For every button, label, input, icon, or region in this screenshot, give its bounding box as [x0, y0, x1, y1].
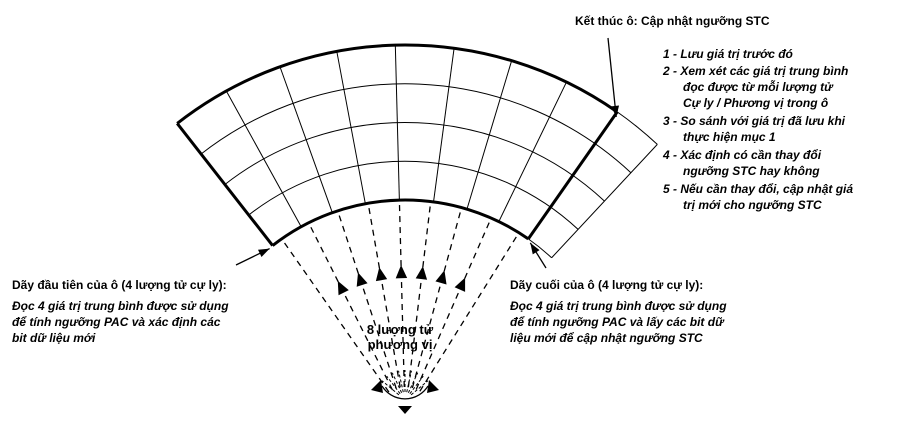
origin-ray-7 — [407, 372, 419, 393]
end-cell-pointer-line — [607, 37, 617, 117]
azimuth-ray-3 — [337, 213, 397, 389]
azimuth-line-5 — [394, 45, 400, 201]
cell-right-edge — [527, 111, 619, 240]
last-row-description: Đọc 4 giá trị trung bình được sử dụng để… — [510, 299, 727, 345]
end-cell-step-5: 5 - Nếu cần thay đổi, cập nhật giá trị m… — [663, 182, 854, 212]
next-cell-right-edge — [551, 144, 658, 259]
ray-arrowhead-7 — [435, 270, 447, 285]
last-row-title: Dãy cuối của ô (4 lượng tử cự ly): — [510, 278, 704, 292]
ray-arrowhead-4 — [375, 267, 388, 282]
first-row-pointer-head — [257, 248, 270, 257]
azimuth-line-7 — [466, 60, 513, 210]
origin-right-tick — [427, 380, 439, 393]
azimuth-ray-4 — [368, 206, 401, 388]
azimuth-rays — [282, 203, 518, 393]
origin-point — [398, 406, 412, 414]
ray-arrowhead-3 — [356, 272, 368, 287]
azimuth-line-2 — [225, 90, 302, 227]
last-row-pointer-head — [530, 242, 540, 255]
cell-inner-arc — [271, 198, 530, 247]
end-cell-step-2: 2 - Xem xét các giá trị trung bình đọc đ… — [663, 64, 849, 110]
origin-ray-3 — [391, 372, 403, 393]
azimuth-quanta-label: 8 lượng tử phương vị — [366, 322, 434, 352]
range-arc-3 — [224, 121, 605, 202]
origin-ray-8 — [409, 375, 424, 394]
origin-ray-6 — [406, 370, 412, 393]
azimuth-line-8 — [498, 81, 567, 222]
azimuth-line-3 — [279, 66, 333, 213]
azimuth-ray-6 — [407, 204, 432, 388]
cell-left-edge — [176, 122, 274, 247]
origin-ray-4 — [398, 370, 404, 393]
cell-outer-arc — [176, 43, 619, 125]
azimuth-ray-9 — [419, 234, 518, 392]
azimuth-ray-8 — [415, 220, 491, 390]
range-azimuth-grid — [176, 43, 658, 259]
next-cell-outer-arc — [616, 111, 658, 145]
radar-origin-icon — [371, 370, 439, 414]
end-cell-step-3: 3 - So sánh với giá trị đã lưu khi thực … — [663, 114, 845, 144]
origin-ray-2 — [386, 375, 401, 394]
pointer-arrows — [235, 37, 620, 269]
origin-left-tick — [371, 380, 383, 393]
ray-arrowhead-8 — [454, 277, 466, 292]
azimuth-line-6 — [433, 48, 455, 202]
origin-ray-9 — [410, 380, 429, 396]
azimuth-ray-1 — [282, 240, 390, 393]
azimuth-ray-2 — [309, 225, 394, 391]
azimuth-ray-7 — [411, 210, 462, 389]
origin-ray-1 — [381, 380, 400, 396]
end-cell-title: Kết thúc ô: Cập nhật ngưỡng STC — [575, 14, 770, 28]
end-cell-step-1: 1 - Lưu giá trị trước đó — [663, 47, 793, 61]
range-arc-2 — [248, 160, 579, 230]
end-cell-step-4: 4 - Xác định có cần thay đổi ngưỡng STC … — [663, 148, 822, 178]
range-arc-4 — [200, 83, 632, 174]
azimuth-line-4 — [336, 51, 366, 204]
azimuth-ray-5 — [398, 203, 405, 388]
first-row-title: Dãy đầu tiên của ô (4 lượng tử cự ly): — [12, 278, 227, 292]
ray-arrowhead-2 — [337, 280, 349, 296]
ray-arrowhead-6 — [415, 266, 428, 280]
next-cell-inner-arc — [528, 238, 552, 259]
ray-arrowhead-5 — [395, 265, 408, 279]
first-row-description: Đọc 4 giá trị trung bình được sử dụng để… — [12, 299, 229, 345]
origin-arc — [381, 385, 429, 400]
end-cell-pointer-head — [611, 105, 620, 117]
